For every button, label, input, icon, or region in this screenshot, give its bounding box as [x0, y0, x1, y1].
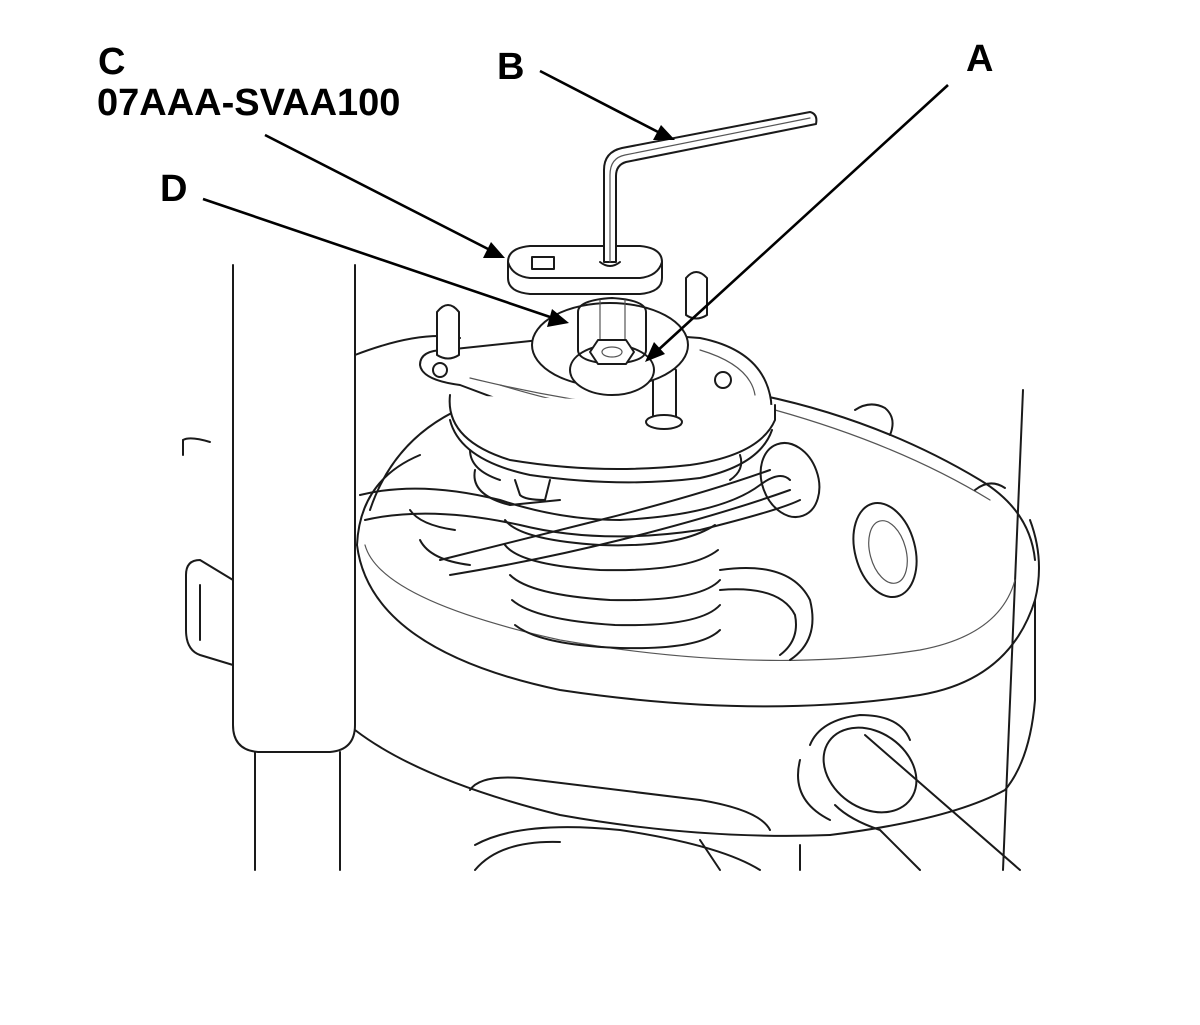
- leader-a: [655, 84, 949, 353]
- upper-spring-seat: [448, 394, 776, 484]
- arrowhead-c: [483, 242, 505, 258]
- leader-d: [202, 197, 554, 320]
- compressor-frame: [182, 264, 1024, 871]
- callout-d: D: [160, 168, 188, 210]
- arrowhead-b: [653, 125, 675, 140]
- special-tool-c: [507, 245, 663, 295]
- center-nut-assembly: [531, 297, 689, 396]
- spring-cup: [354, 335, 1040, 837]
- leader-c: [264, 133, 491, 252]
- callout-b: B: [497, 46, 525, 88]
- main-coils: [359, 469, 814, 661]
- callout-c-part-number: 07AAA-SVAA100: [97, 82, 401, 124]
- leader-lines: [202, 69, 949, 362]
- leader-b: [539, 69, 661, 135]
- callout-a: A: [966, 38, 994, 80]
- callout-c: C: [98, 41, 126, 83]
- lower-coils: [469, 776, 801, 871]
- arrowhead-d: [547, 309, 569, 327]
- hex-wrench-b: [599, 111, 818, 267]
- mount-studs: [436, 271, 708, 430]
- arrowhead-a: [645, 342, 665, 362]
- side-pipe: [797, 714, 1021, 871]
